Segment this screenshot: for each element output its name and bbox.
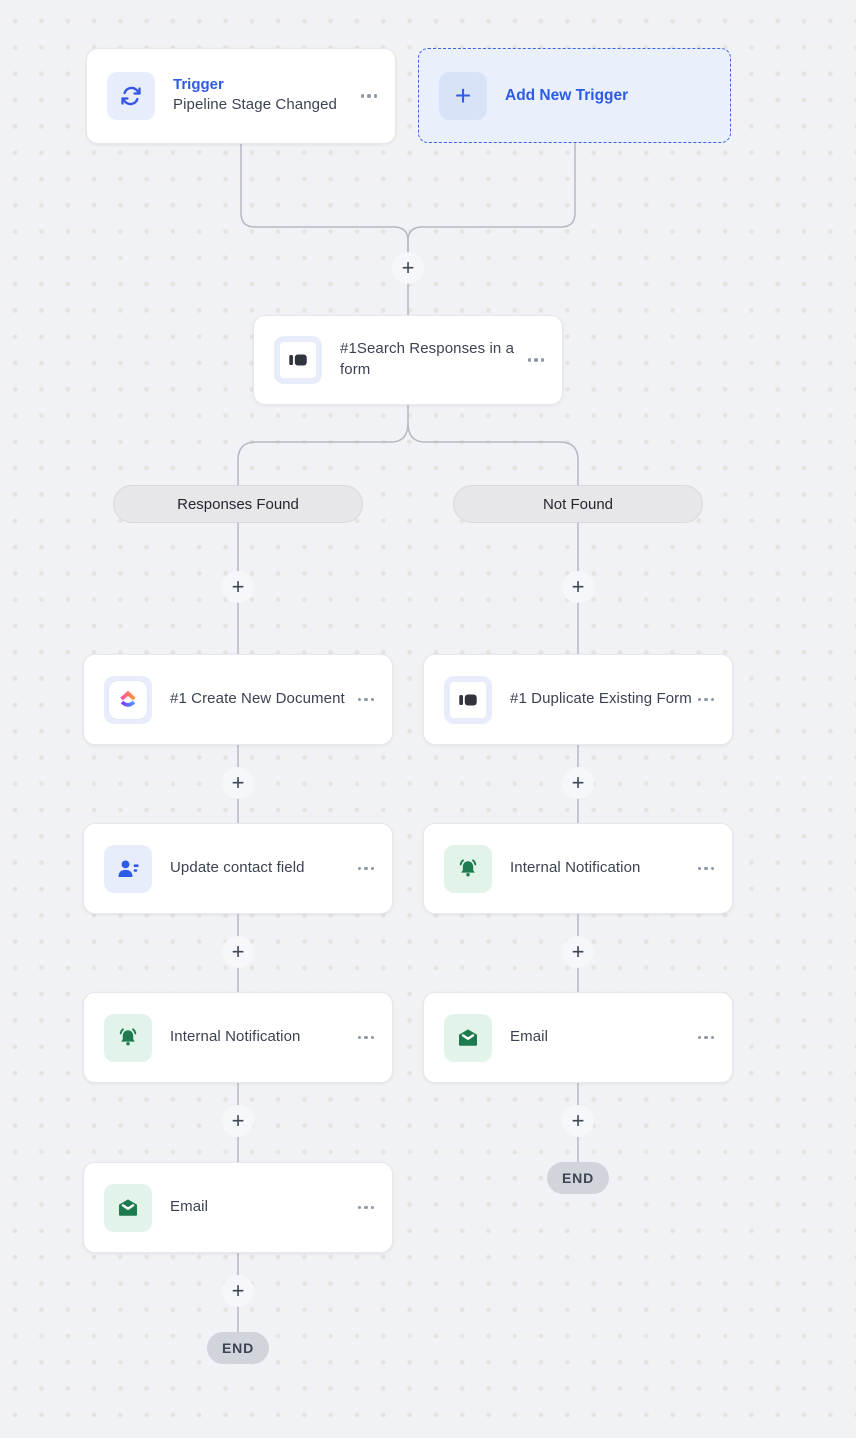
more-menu-button[interactable] <box>696 1030 717 1046</box>
bell-icon <box>444 844 492 893</box>
plus-icon: + <box>439 71 487 120</box>
node-title: Email <box>510 1028 549 1046</box>
more-menu-button[interactable] <box>359 88 380 104</box>
trigger-node-card[interactable]: Trigger Pipeline Stage Changed <box>86 48 396 144</box>
add-step-button[interactable]: + <box>222 571 254 603</box>
sync-icon <box>107 72 155 120</box>
more-menu-button[interactable] <box>356 861 377 877</box>
node-title: #1 Create New Document <box>170 690 345 708</box>
node-title: Internal Notification <box>170 1028 301 1046</box>
add-step-button[interactable]: + <box>222 1105 254 1137</box>
add-step-button[interactable]: + <box>222 1275 254 1307</box>
more-menu-button[interactable] <box>356 1030 377 1046</box>
add-step-button[interactable]: + <box>222 767 254 799</box>
add-step-button[interactable]: + <box>562 571 594 603</box>
more-menu-button[interactable] <box>356 692 377 708</box>
contact-icon <box>104 844 152 893</box>
trigger-subtitle: Pipeline Stage Changed <box>173 96 337 114</box>
node-card-search-responses[interactable]: #1Search Responses in a form <box>253 315 563 405</box>
email-icon <box>104 1183 152 1232</box>
more-menu-button[interactable] <box>696 692 717 708</box>
node-title: Internal Notification <box>510 859 641 877</box>
trigger-title: Trigger <box>173 76 224 94</box>
add-step-button[interactable]: + <box>562 936 594 968</box>
branch-label-responses-found: Responses Found <box>113 485 363 523</box>
end-badge: END <box>547 1162 609 1194</box>
node-title: Email <box>170 1198 209 1216</box>
add-new-trigger-button[interactable]: + Add New Trigger <box>418 48 731 143</box>
branch-label-not-found: Not Found <box>453 485 703 523</box>
form-icon <box>444 675 492 724</box>
email-icon <box>444 1013 492 1062</box>
node-card-email[interactable]: Email <box>83 1162 393 1253</box>
more-menu-button[interactable] <box>526 352 547 368</box>
clickup-icon <box>104 675 152 724</box>
add-new-trigger-label: Add New Trigger <box>505 86 629 104</box>
node-title: Update contact field <box>170 859 305 877</box>
end-badge: END <box>207 1332 269 1364</box>
add-step-button[interactable]: + <box>392 252 424 284</box>
add-step-button[interactable]: + <box>562 1105 594 1137</box>
node-card-update-contact-field[interactable]: Update contact field <box>83 823 393 914</box>
node-card-duplicate-existing-form[interactable]: #1 Duplicate Existing Form <box>423 654 733 745</box>
form-icon <box>274 336 322 384</box>
node-card-email[interactable]: Email <box>423 992 733 1083</box>
more-menu-button[interactable] <box>356 1200 377 1216</box>
node-card-internal-notification[interactable]: Internal Notification <box>423 823 733 914</box>
more-menu-button[interactable] <box>696 861 717 877</box>
node-card-internal-notification[interactable]: Internal Notification <box>83 992 393 1083</box>
add-step-button[interactable]: + <box>562 767 594 799</box>
node-title: #1Search Responses in a form <box>340 340 515 378</box>
add-step-button[interactable]: + <box>222 936 254 968</box>
node-card-create-new-document[interactable]: #1 Create New Document <box>83 654 393 745</box>
bell-icon <box>104 1013 152 1062</box>
node-title: #1 Duplicate Existing Form <box>510 690 692 708</box>
